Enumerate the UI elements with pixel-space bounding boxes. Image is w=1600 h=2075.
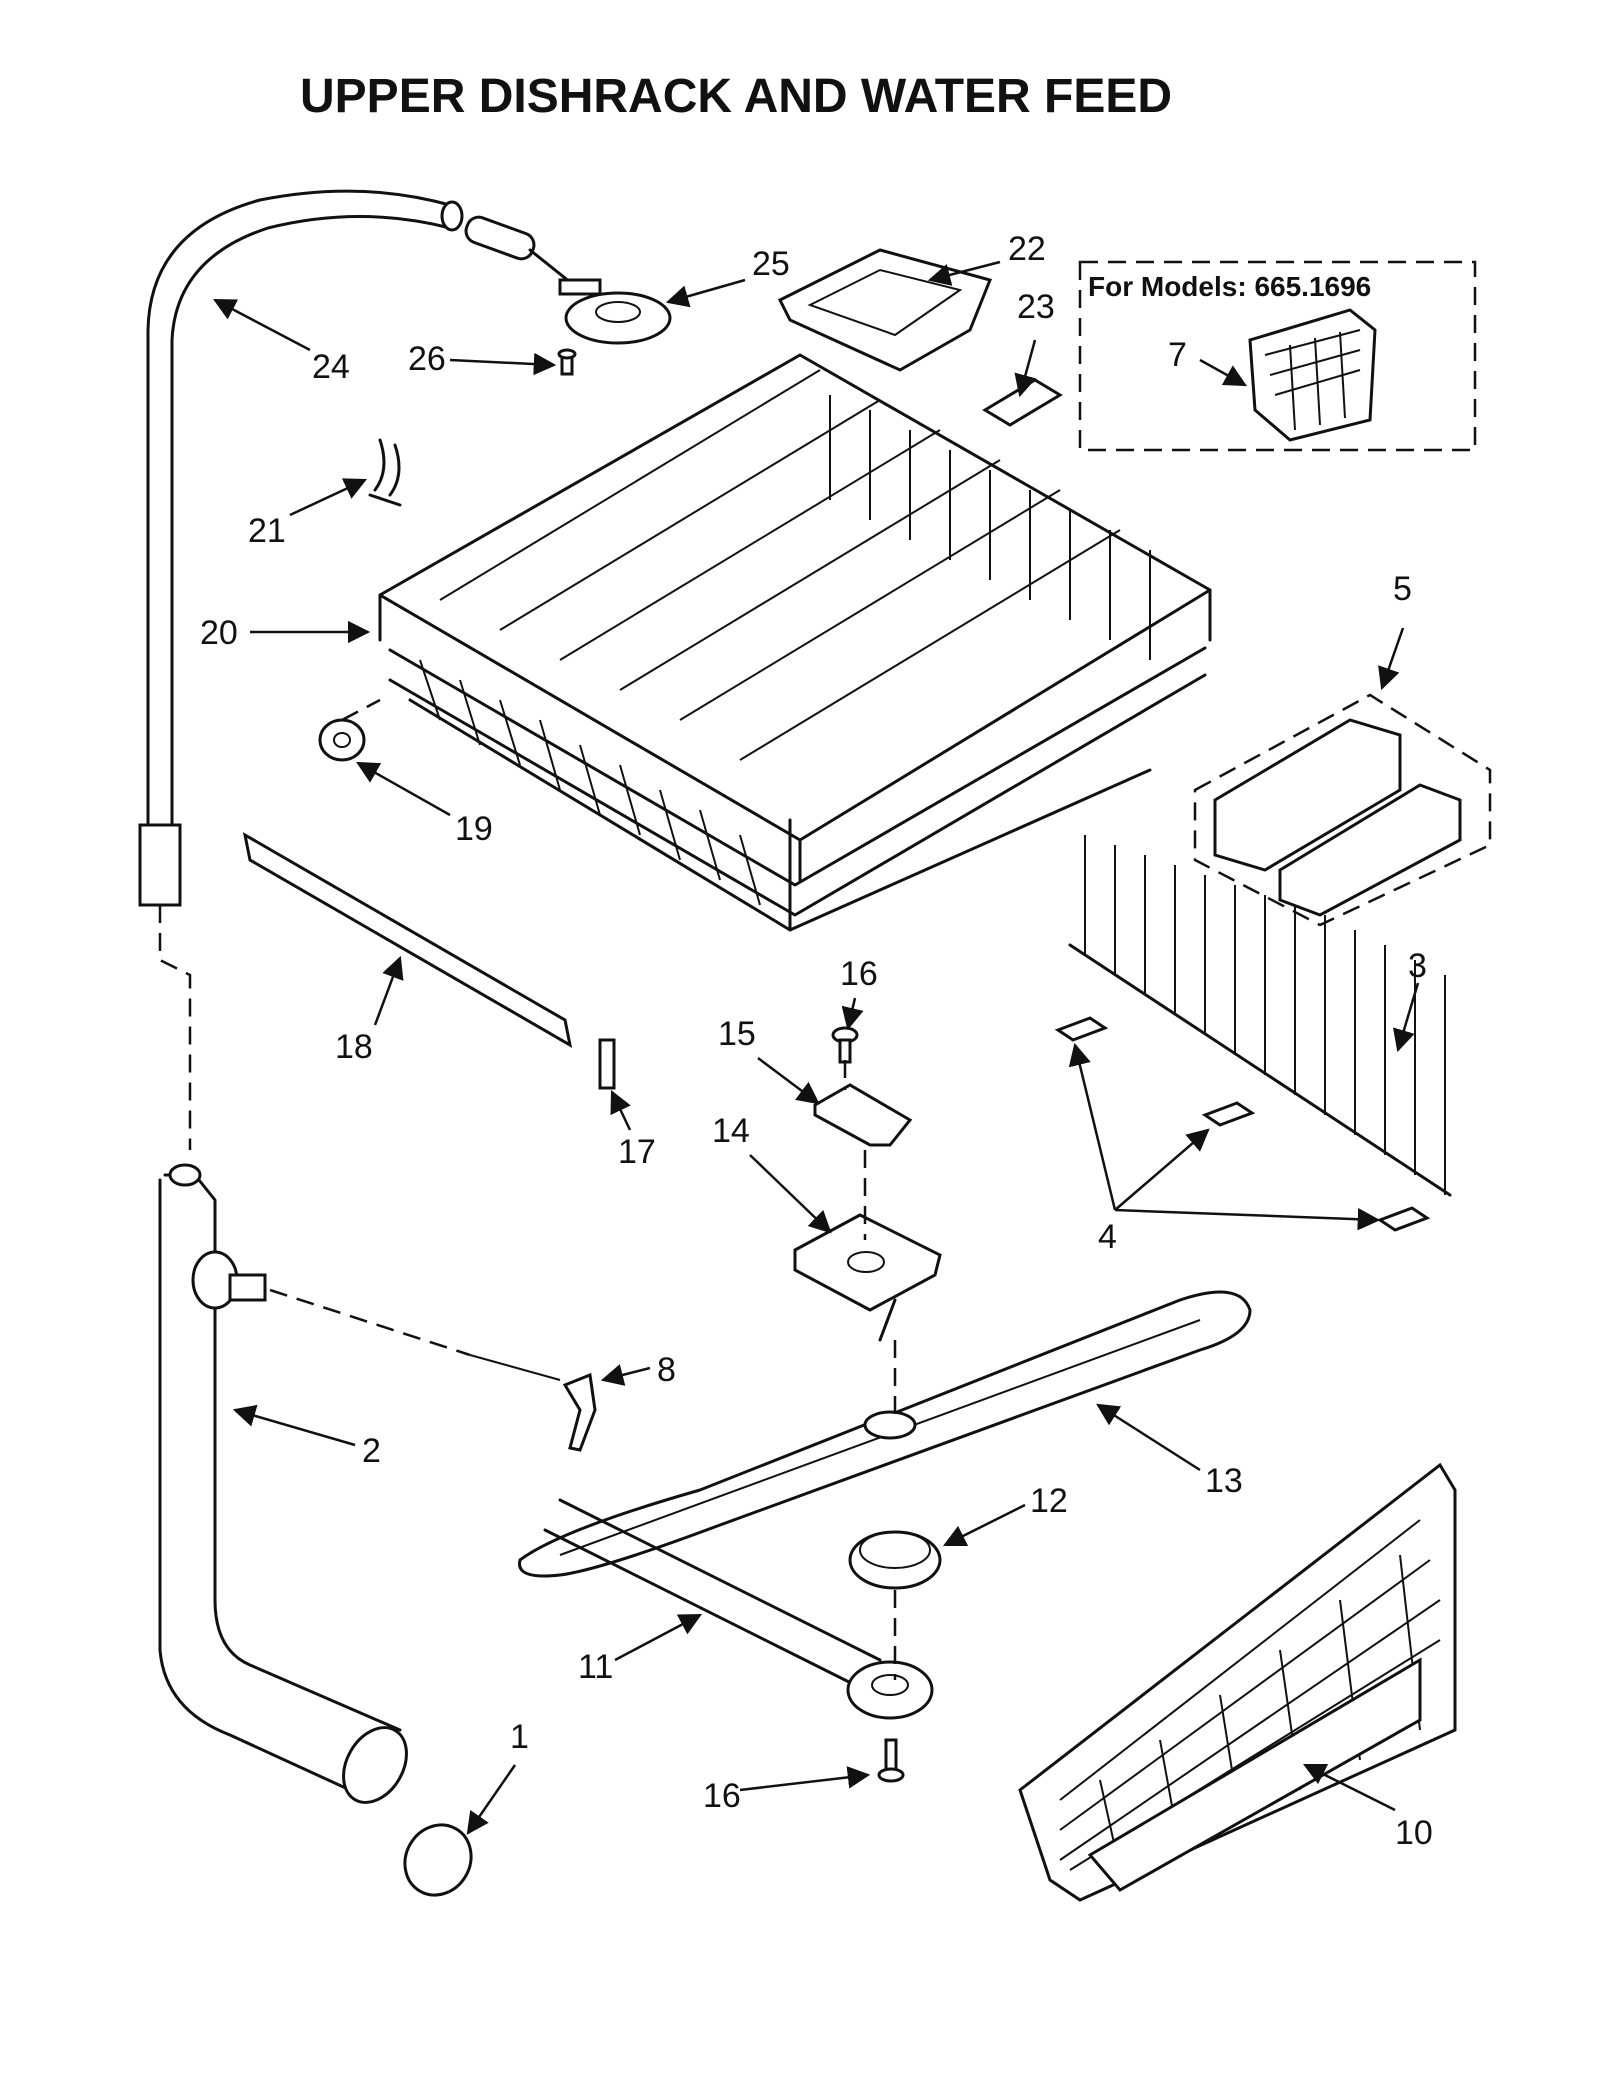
callout-7: 7 bbox=[1168, 336, 1187, 374]
callout-8: 8 bbox=[657, 1351, 676, 1389]
callout-19: 19 bbox=[455, 810, 493, 848]
callout-17: 17 bbox=[618, 1133, 656, 1171]
connector-lines bbox=[158, 698, 897, 1680]
nozzle-part-25 bbox=[464, 215, 672, 345]
callout-3: 3 bbox=[1408, 947, 1427, 985]
seal-part-12 bbox=[848, 1530, 942, 1590]
callout-21: 21 bbox=[248, 512, 286, 550]
screw-part-16-bottom bbox=[877, 1738, 905, 1783]
tube-part-11 bbox=[543, 1498, 934, 1720]
bracket-part-8 bbox=[562, 1372, 597, 1452]
manifold-part-14 bbox=[793, 1213, 942, 1342]
callout-25: 25 bbox=[752, 245, 790, 283]
feed-tube-part-24 bbox=[138, 189, 464, 907]
dishrack-part-20 bbox=[378, 353, 1212, 932]
rail-part-18 bbox=[242, 832, 573, 1048]
callout-18: 18 bbox=[335, 1028, 373, 1066]
screw-part-26 bbox=[557, 348, 577, 376]
leader-arrows bbox=[213, 260, 1420, 1835]
callout-labels: 1 2 3 4 5 7 8 10 11 12 13 14 15 16 16 17… bbox=[200, 230, 1433, 1852]
callout-5: 5 bbox=[1393, 570, 1412, 608]
callout-15: 15 bbox=[718, 1015, 756, 1053]
callout-1: 1 bbox=[510, 1718, 529, 1756]
callout-16-top: 16 bbox=[840, 955, 878, 993]
conduit-part-2 bbox=[158, 1163, 408, 1804]
filter-part-10 bbox=[1018, 1462, 1457, 1902]
clip-part-21 bbox=[368, 438, 402, 507]
callout-4: 4 bbox=[1098, 1218, 1117, 1256]
callout-26: 26 bbox=[408, 340, 446, 378]
callout-2: 2 bbox=[362, 1432, 381, 1470]
clip-part-17 bbox=[598, 1038, 616, 1090]
clip-part-22 bbox=[777, 248, 993, 372]
callout-23: 23 bbox=[1017, 288, 1055, 326]
callout-11: 11 bbox=[578, 1648, 613, 1686]
callout-12: 12 bbox=[1030, 1482, 1068, 1520]
hub-part-15 bbox=[813, 1083, 913, 1147]
screw-part-16-top bbox=[831, 1026, 859, 1064]
models-box: For Models: 665.1696 bbox=[1078, 260, 1477, 452]
o-ring-part-1 bbox=[403, 1823, 473, 1897]
diagram-title: UPPER DISHRACK AND WATER FEED bbox=[300, 70, 1172, 123]
wheel-part-19 bbox=[318, 718, 366, 762]
callout-20: 20 bbox=[200, 614, 238, 652]
callout-16-bottom: 16 bbox=[703, 1777, 741, 1815]
tines-part-3 bbox=[1068, 835, 1452, 1197]
clips-part-4 bbox=[1054, 1016, 1431, 1232]
spray-arm-part-13 bbox=[518, 1290, 1252, 1578]
cover-part-5 bbox=[1193, 693, 1492, 927]
callout-10: 10 bbox=[1395, 1814, 1433, 1852]
callout-22: 22 bbox=[1008, 230, 1046, 268]
models-label: For Models: 665.1696 bbox=[1088, 271, 1371, 302]
callout-14: 14 bbox=[712, 1112, 750, 1150]
callout-13: 13 bbox=[1205, 1462, 1243, 1500]
callout-24: 24 bbox=[312, 348, 350, 386]
